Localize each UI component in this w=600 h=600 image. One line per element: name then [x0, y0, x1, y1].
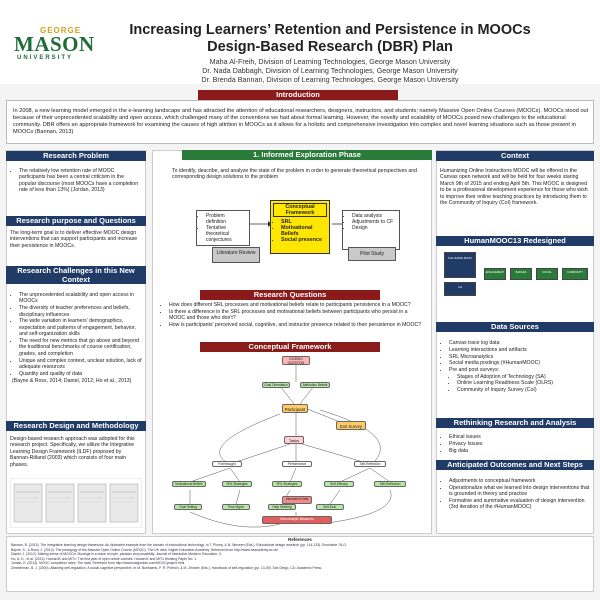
framework-connectors	[189, 364, 392, 528]
left-column	[6, 150, 146, 534]
poster-header: GEORGE MASON UNIVERSITY Increasing Learn…	[0, 0, 600, 84]
outcomes-heading: Anticipated Outcomes and Next Steps	[436, 460, 594, 470]
reference-item: Daniel, J. (2012). Making sense of MOOCs…	[11, 552, 222, 557]
redesign-heading: HumanMOOC13 Redesigned	[436, 236, 594, 246]
participant-node: Participant	[282, 404, 308, 413]
design-heading: Research Design and Methodology	[6, 421, 146, 431]
outcomes-list: Adjustments to conceptual framework Oper…	[442, 478, 590, 511]
author-list: Maha Al-Freih, Division of Learning Tech…	[201, 57, 459, 84]
research-problem-heading: Research Problem	[6, 151, 146, 161]
goal-orientation-node: Goal Orientation	[262, 382, 290, 388]
performance-node: Performance	[282, 461, 312, 467]
help-seeking-node: Help Seeking	[268, 504, 296, 510]
phase-text: To identify, describe, and analyze the s…	[172, 168, 418, 181]
references-heading: References	[288, 537, 312, 542]
poster-title: Increasing Learners’ Retention and Persi…	[129, 22, 531, 55]
forethought-node: Forethought	[212, 461, 242, 467]
intro-panel: In 2008, a new learning model emerged in…	[6, 100, 594, 144]
tasks-node: Tasks	[284, 436, 304, 444]
time-management-node: Time Mgmt.	[222, 504, 250, 510]
reference-item: Jordan, K. (2013). MOOC completion rates…	[11, 561, 185, 566]
self-reflection-node: Self-Reflection	[354, 461, 386, 467]
research-questions-heading: Research Questions	[200, 290, 380, 300]
challenges-heading: Research Challenges in this New Context	[6, 266, 146, 284]
analysis-box: Data analysis Adjustments to CF Design	[342, 210, 400, 250]
purpose-text: The long-term goal is to deliver effecti…	[10, 230, 138, 249]
data-sources-heading: Data Sources	[436, 322, 594, 332]
self-efficacy-node: Self-Efficacy	[324, 481, 354, 487]
pilot-study-box: Pilot Study	[348, 247, 396, 261]
rethinking-list: Ethical issues Privacy Issues Big data	[442, 434, 590, 454]
design-text: Design-based research approach was adopt…	[10, 436, 135, 468]
srl-strategies-node-2: SRL Strategies	[272, 481, 302, 487]
exit-survey-node: Exit Survey	[336, 421, 366, 430]
references-panel: References Bannan, B. (2013). The integr…	[6, 536, 594, 592]
interaction-data-node: Interaction Data	[282, 496, 312, 504]
goal-setting-node: Goal Setting	[174, 504, 202, 510]
reference-item: Ho, A. D., et al. (2013). HarvardX and M…	[11, 556, 198, 561]
purpose-heading: Research purpose and Questions	[6, 216, 146, 226]
intro-text: In 2008, a new learning model emerged in…	[13, 108, 589, 135]
research-questions-list: How does different SRL processes and mot…	[162, 302, 424, 329]
self-evaluation-node: Self-Eval.	[316, 504, 344, 510]
redesign-diagram: THE HUMAN MOOC CoI ENGAGEMENT BADGES SOC…	[442, 250, 590, 312]
self-reflection-measure-node: Self-Reflection	[374, 481, 406, 487]
reference-item: Bannan, B. (2013). The integrative learn…	[11, 543, 347, 547]
attribution-beliefs-node: Attribution Beliefs	[300, 382, 330, 388]
reference-item: Zimmerman, B. J. (2000). Attaining self-…	[11, 565, 323, 570]
conceptual-framework-box: Conceptual Framework SRL Motivational Be…	[270, 200, 330, 254]
conceptual-framework-heading: Conceptual Framework	[200, 342, 380, 352]
intro-heading: Introduction	[198, 90, 398, 100]
right-column	[436, 150, 594, 534]
motivational-beliefs-node: Motivational Beliefs	[172, 481, 206, 487]
gmu-logo: GEORGE MASON UNIVERSITY	[14, 26, 95, 61]
research-problem-text: The relatively low retention rate of MOO…	[12, 168, 140, 194]
context-text: Humanizing Online Instructions MOOC will…	[440, 168, 588, 207]
srl-strategies-node-1: SRL Strategies	[222, 481, 252, 487]
reference-item: Bayne, S., & Ross, J. (2014). The pedago…	[11, 547, 278, 552]
data-sources-list: Canvas trace log data Learning interacti…	[442, 340, 590, 394]
ildf-diagram	[10, 478, 142, 528]
challenges-list: The unprecedented scalability and open a…	[12, 292, 142, 384]
problem-box: Problem definition Tentative theoretical…	[196, 210, 250, 246]
context-heading: Context	[436, 151, 594, 161]
guiding-question-node: GUIDING QUESTION	[282, 356, 310, 365]
microanalytic-measures-node: Microanalytic Measures	[262, 516, 332, 524]
phase-heading: 1. Informed Exploration Phase	[182, 150, 432, 160]
literature-review-box: Literature Review	[212, 247, 260, 263]
rethinking-heading: Rethinking Research and Analysis	[436, 418, 594, 428]
